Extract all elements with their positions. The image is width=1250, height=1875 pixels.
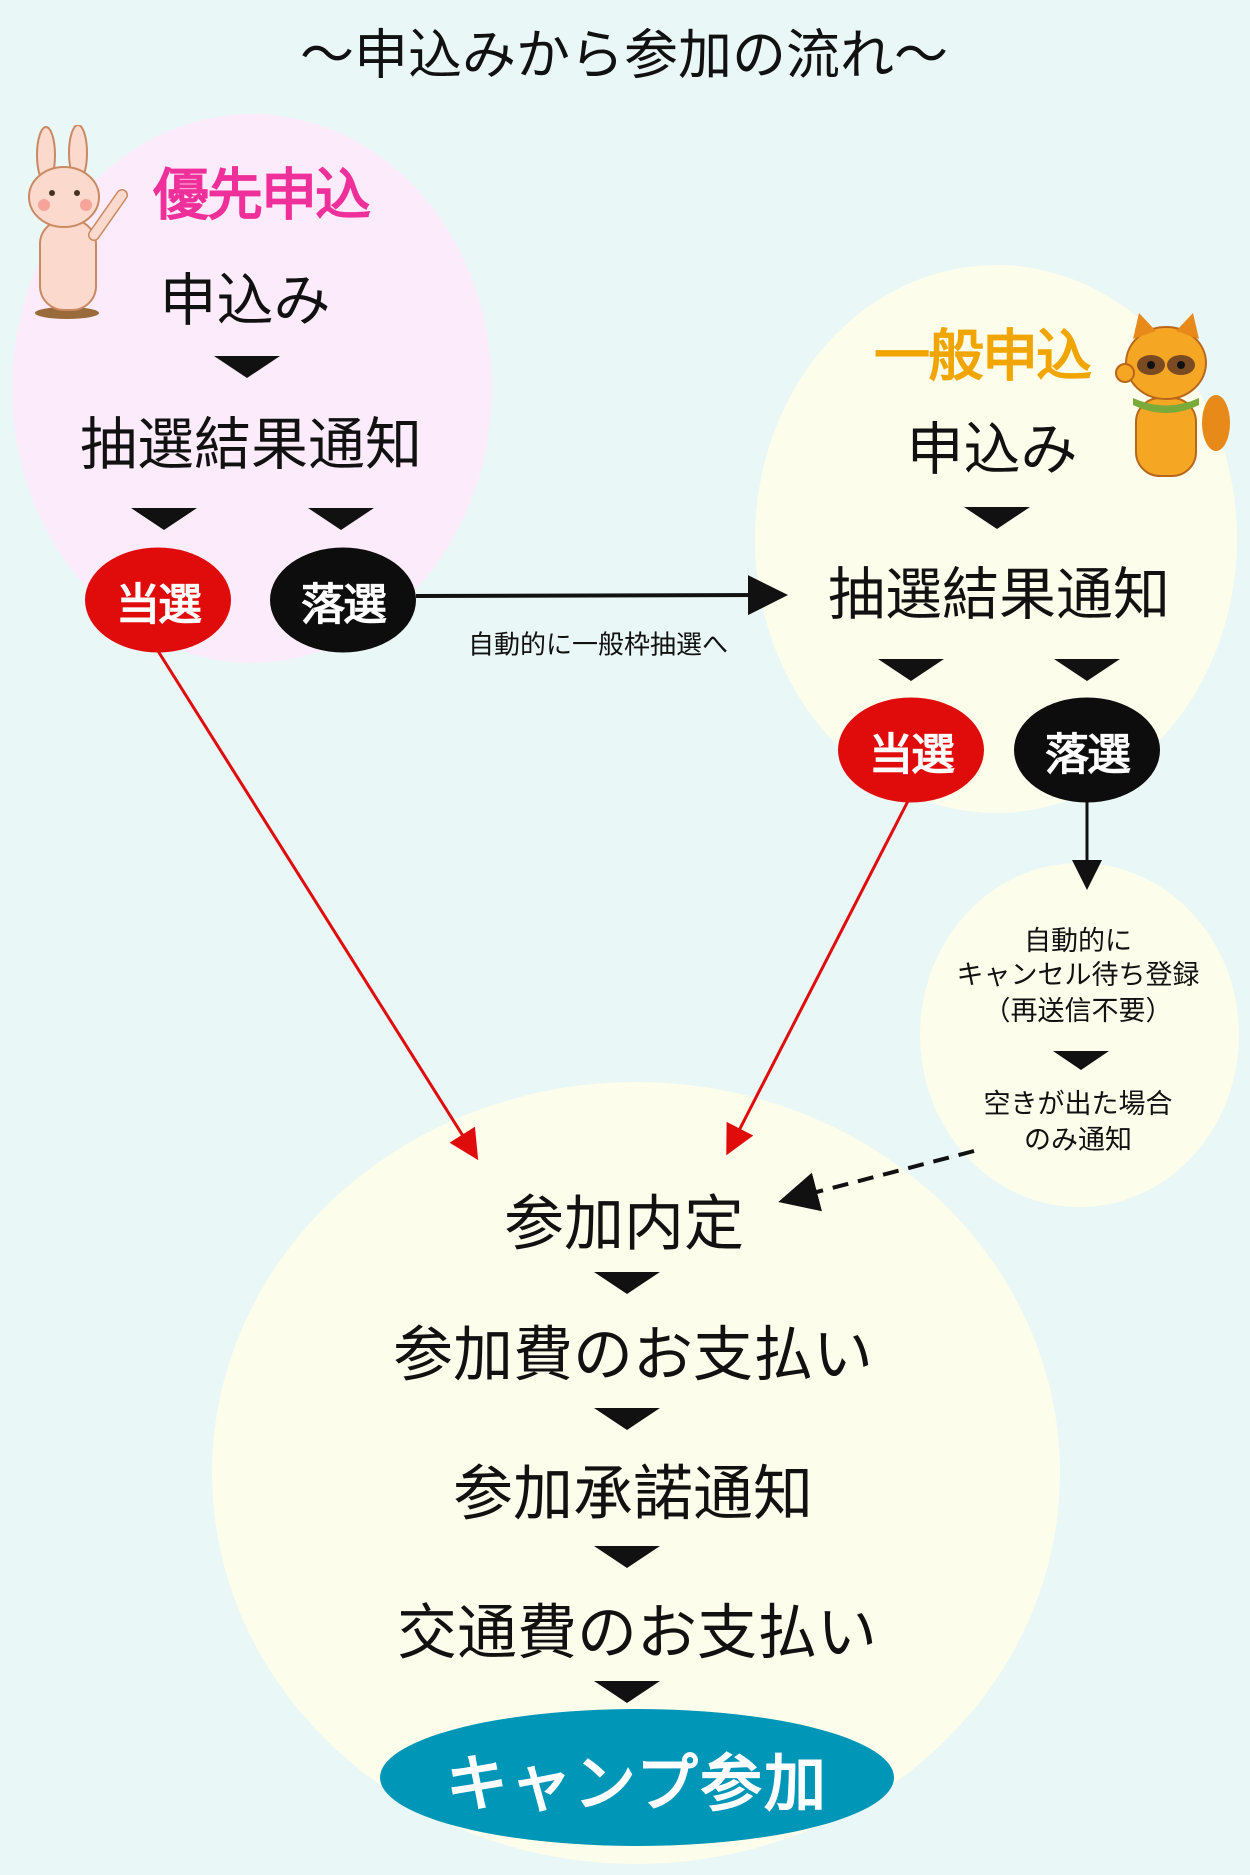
waitlist-arrow: [778, 1149, 975, 1212]
general-win-badge: 当選: [838, 697, 984, 803]
down-arrow-icon: [594, 1546, 660, 1568]
down-arrow-icon: [964, 507, 1030, 529]
priority-lose-badge: 落選: [270, 547, 416, 653]
final-step-provisional: 参加内定: [504, 1189, 744, 1260]
general-heading: 一般申込: [874, 324, 1092, 390]
down-arrow-icon: [594, 1681, 660, 1703]
final-step-fee-payment: 参加費のお支払い: [393, 1320, 873, 1391]
transfer-label: 自動的に一般枠抽選へ: [467, 630, 729, 661]
general-step-result: 抽選結果通知: [828, 562, 1170, 628]
priority-win-badge: 当選: [85, 547, 231, 653]
transfer-arrow: [415, 575, 788, 616]
goal-badge: キャンプ参加: [380, 1709, 894, 1846]
rabbit-icon: [28, 125, 128, 319]
waitlist-line2: キャンセル待ち登録: [956, 960, 1200, 991]
waitlist-line3: （再送信不要）: [983, 996, 1173, 1027]
down-arrow-icon: [1053, 1051, 1109, 1070]
down-arrow-icon: [131, 508, 197, 530]
priority-heading: 優先申込: [153, 163, 371, 229]
down-arrow-icon: [878, 659, 944, 681]
down-arrow-icon: [594, 1272, 660, 1294]
down-arrow-icon: [308, 508, 374, 530]
waitlist-line4: 空きが出た場合: [983, 1089, 1173, 1120]
tanuki-icon: [1115, 313, 1230, 477]
priority-step-apply: 申込み: [159, 268, 331, 334]
waitlist-line1: 自動的に: [1024, 926, 1132, 957]
final-step-approval: 参加承諾通知: [453, 1459, 813, 1530]
general-step-apply: 申込み: [906, 417, 1078, 483]
general-win-arrow: [726, 800, 910, 1156]
down-arrow-icon: [594, 1408, 660, 1430]
down-arrow-icon: [1054, 659, 1120, 681]
priority-step-result: 抽選結果通知: [80, 412, 422, 478]
waitlist-line5: のみ通知: [1024, 1125, 1132, 1156]
general-lose-badge: 落選: [1014, 697, 1160, 803]
page-title: 〜申込みから参加の流れ〜: [300, 23, 948, 87]
final-step-travel-payment: 交通費のお支払い: [397, 1598, 877, 1669]
down-arrow-icon: [214, 356, 280, 378]
goal-label: キャンプ参加: [445, 1746, 829, 1820]
priority-win-arrow: [156, 650, 479, 1161]
